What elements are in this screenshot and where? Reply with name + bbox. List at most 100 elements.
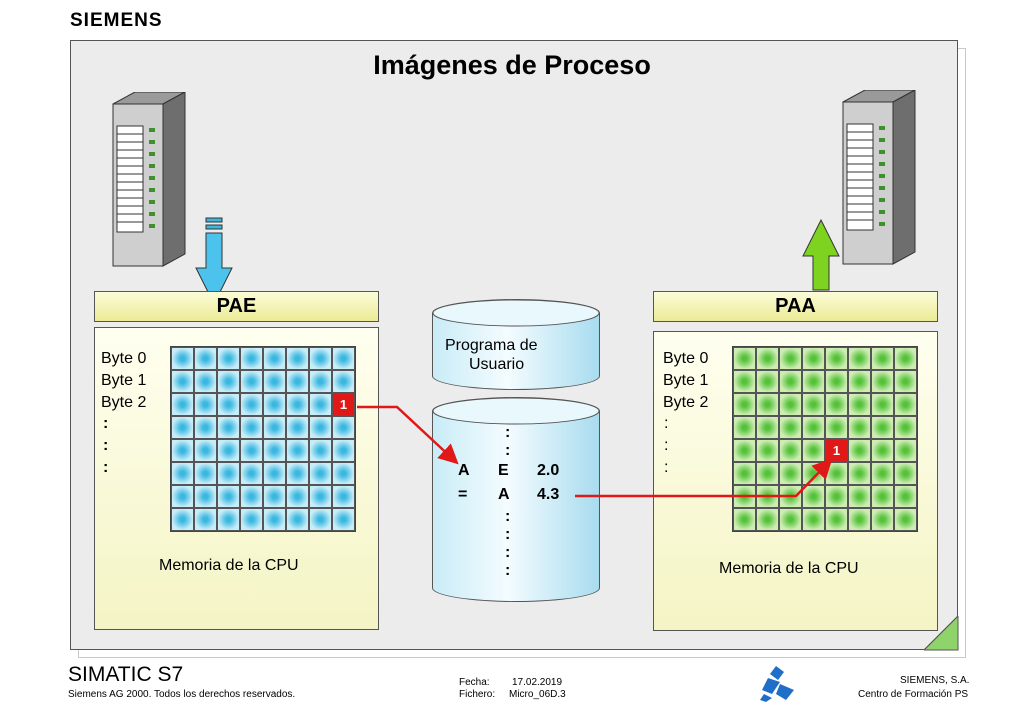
pae-bit-cell bbox=[194, 370, 217, 393]
paa-bit-cell bbox=[756, 393, 779, 416]
pae-bit-cell bbox=[171, 393, 194, 416]
program-line1-operand: E bbox=[498, 462, 509, 479]
pae-bit-cell bbox=[194, 439, 217, 462]
program-line2-operand: A bbox=[498, 486, 510, 503]
pae-bit-cell bbox=[240, 462, 263, 485]
paa-bit-cell bbox=[733, 416, 756, 439]
paa-bit-cell bbox=[779, 439, 802, 462]
paa-continuation-2: : bbox=[664, 437, 669, 454]
fecha-value: 17.02.2019 bbox=[512, 677, 563, 688]
paa-bit-cell bbox=[779, 393, 802, 416]
paa-byte-0-label: Byte 0 bbox=[663, 350, 709, 367]
pae-bit-cell bbox=[171, 439, 194, 462]
pae-bit-cell bbox=[194, 508, 217, 531]
pae-byte-1-label: Byte 1 bbox=[101, 372, 147, 389]
folded-corner-icon bbox=[924, 616, 959, 651]
siemens-logo: SIEMENS bbox=[70, 10, 163, 31]
paa-bit-cell bbox=[848, 485, 871, 508]
paa-bit-cell bbox=[802, 347, 825, 370]
pae-bit-cell bbox=[171, 485, 194, 508]
paa-bit-cell bbox=[802, 462, 825, 485]
paa-bit-cell bbox=[871, 508, 894, 531]
program-line1-op: A bbox=[458, 462, 470, 479]
paa-bit-cell bbox=[756, 370, 779, 393]
paa-bit-cell bbox=[871, 347, 894, 370]
paa-bit-cell bbox=[894, 347, 917, 370]
pae-bit-cell bbox=[171, 508, 194, 531]
pae-bit-cell bbox=[309, 416, 332, 439]
pae-bit-cell bbox=[217, 508, 240, 531]
program-line2-op: = bbox=[458, 486, 468, 503]
pae-bit-cell bbox=[194, 393, 217, 416]
pae-bit-cell bbox=[263, 439, 286, 462]
pae-bit-cell bbox=[286, 462, 309, 485]
paa-bit-cell bbox=[802, 393, 825, 416]
pae-bit-grid: 1 bbox=[170, 346, 356, 532]
pae-bit-cell bbox=[240, 439, 263, 462]
copyright-text: Siemens AG 2000. Todos los derechos rese… bbox=[68, 689, 296, 700]
paa-bit-cell bbox=[802, 370, 825, 393]
pae-bit-cell bbox=[240, 485, 263, 508]
paa-bit-cell bbox=[894, 416, 917, 439]
pae-bit-cell bbox=[332, 416, 355, 439]
paa-bit-cell bbox=[756, 416, 779, 439]
paa-bit-cell bbox=[871, 393, 894, 416]
pae-continuation-1: : bbox=[103, 415, 109, 432]
fecha-label: Fecha: bbox=[459, 677, 490, 688]
paa-bit-cell bbox=[779, 370, 802, 393]
pae-bit-cell bbox=[286, 393, 309, 416]
pae-bit-cell bbox=[217, 347, 240, 370]
pae-bit-cell bbox=[286, 347, 309, 370]
paa-bit-cell bbox=[733, 508, 756, 531]
program-label-line2: Usuario bbox=[469, 356, 525, 373]
pae-bit-cell bbox=[286, 485, 309, 508]
pae-bit-cell bbox=[217, 393, 240, 416]
page-title: Imágenes de Proceso bbox=[373, 50, 651, 80]
product-name: SIMATIC S7 bbox=[68, 663, 184, 686]
cylinder-top-ellipse bbox=[432, 299, 600, 327]
program-label-line1: Programa de bbox=[445, 337, 538, 354]
paa-bit-cell bbox=[825, 462, 848, 485]
pae-bit-cell bbox=[309, 393, 332, 416]
plc-input-module-icon bbox=[112, 92, 186, 267]
pae-bit-cell bbox=[240, 508, 263, 531]
user-program-body-cylinder bbox=[432, 397, 600, 602]
pae-bit-cell bbox=[217, 416, 240, 439]
paa-bit-cell bbox=[779, 462, 802, 485]
pae-bit-cell bbox=[332, 347, 355, 370]
pae-bit-cell bbox=[171, 370, 194, 393]
pae-bit-cell bbox=[171, 347, 194, 370]
paa-bit-cell bbox=[825, 393, 848, 416]
paa-bit-cell bbox=[894, 508, 917, 531]
paa-bit-cell bbox=[756, 485, 779, 508]
paa-bit-cell bbox=[848, 508, 871, 531]
pae-bit-cell bbox=[240, 416, 263, 439]
paa-bit-cell bbox=[825, 370, 848, 393]
pae-memory-label: Memoria de la CPU bbox=[159, 557, 299, 574]
training-center-logo-icon bbox=[760, 666, 794, 702]
program-dots-bottom-2: : bbox=[505, 526, 511, 543]
paa-bit-cell bbox=[848, 347, 871, 370]
pae-bit-cell bbox=[286, 416, 309, 439]
paa-bit-cell bbox=[779, 508, 802, 531]
pae-bit-cell bbox=[194, 462, 217, 485]
paa-active-bit: 1 bbox=[825, 439, 848, 462]
pae-continuation-3: : bbox=[103, 459, 109, 476]
pae-bit-cell bbox=[217, 439, 240, 462]
paa-bit-cell bbox=[848, 393, 871, 416]
pae-bit-cell bbox=[309, 439, 332, 462]
paa-bit-cell bbox=[848, 462, 871, 485]
paa-bit-cell bbox=[756, 462, 779, 485]
program-dots-top-1: : bbox=[505, 424, 511, 441]
paa-bit-cell bbox=[848, 439, 871, 462]
pae-bit-cell bbox=[217, 462, 240, 485]
paa-bit-grid: 1 bbox=[732, 346, 918, 532]
paa-bit-cell bbox=[733, 393, 756, 416]
paa-bit-cell bbox=[779, 347, 802, 370]
pae-continuation-2: : bbox=[103, 437, 109, 454]
footer-divider bbox=[0, 652, 1024, 653]
pae-bit-cell bbox=[263, 347, 286, 370]
pae-bit-cell bbox=[309, 462, 332, 485]
pae-bit-cell bbox=[263, 370, 286, 393]
paa-bit-cell bbox=[756, 439, 779, 462]
